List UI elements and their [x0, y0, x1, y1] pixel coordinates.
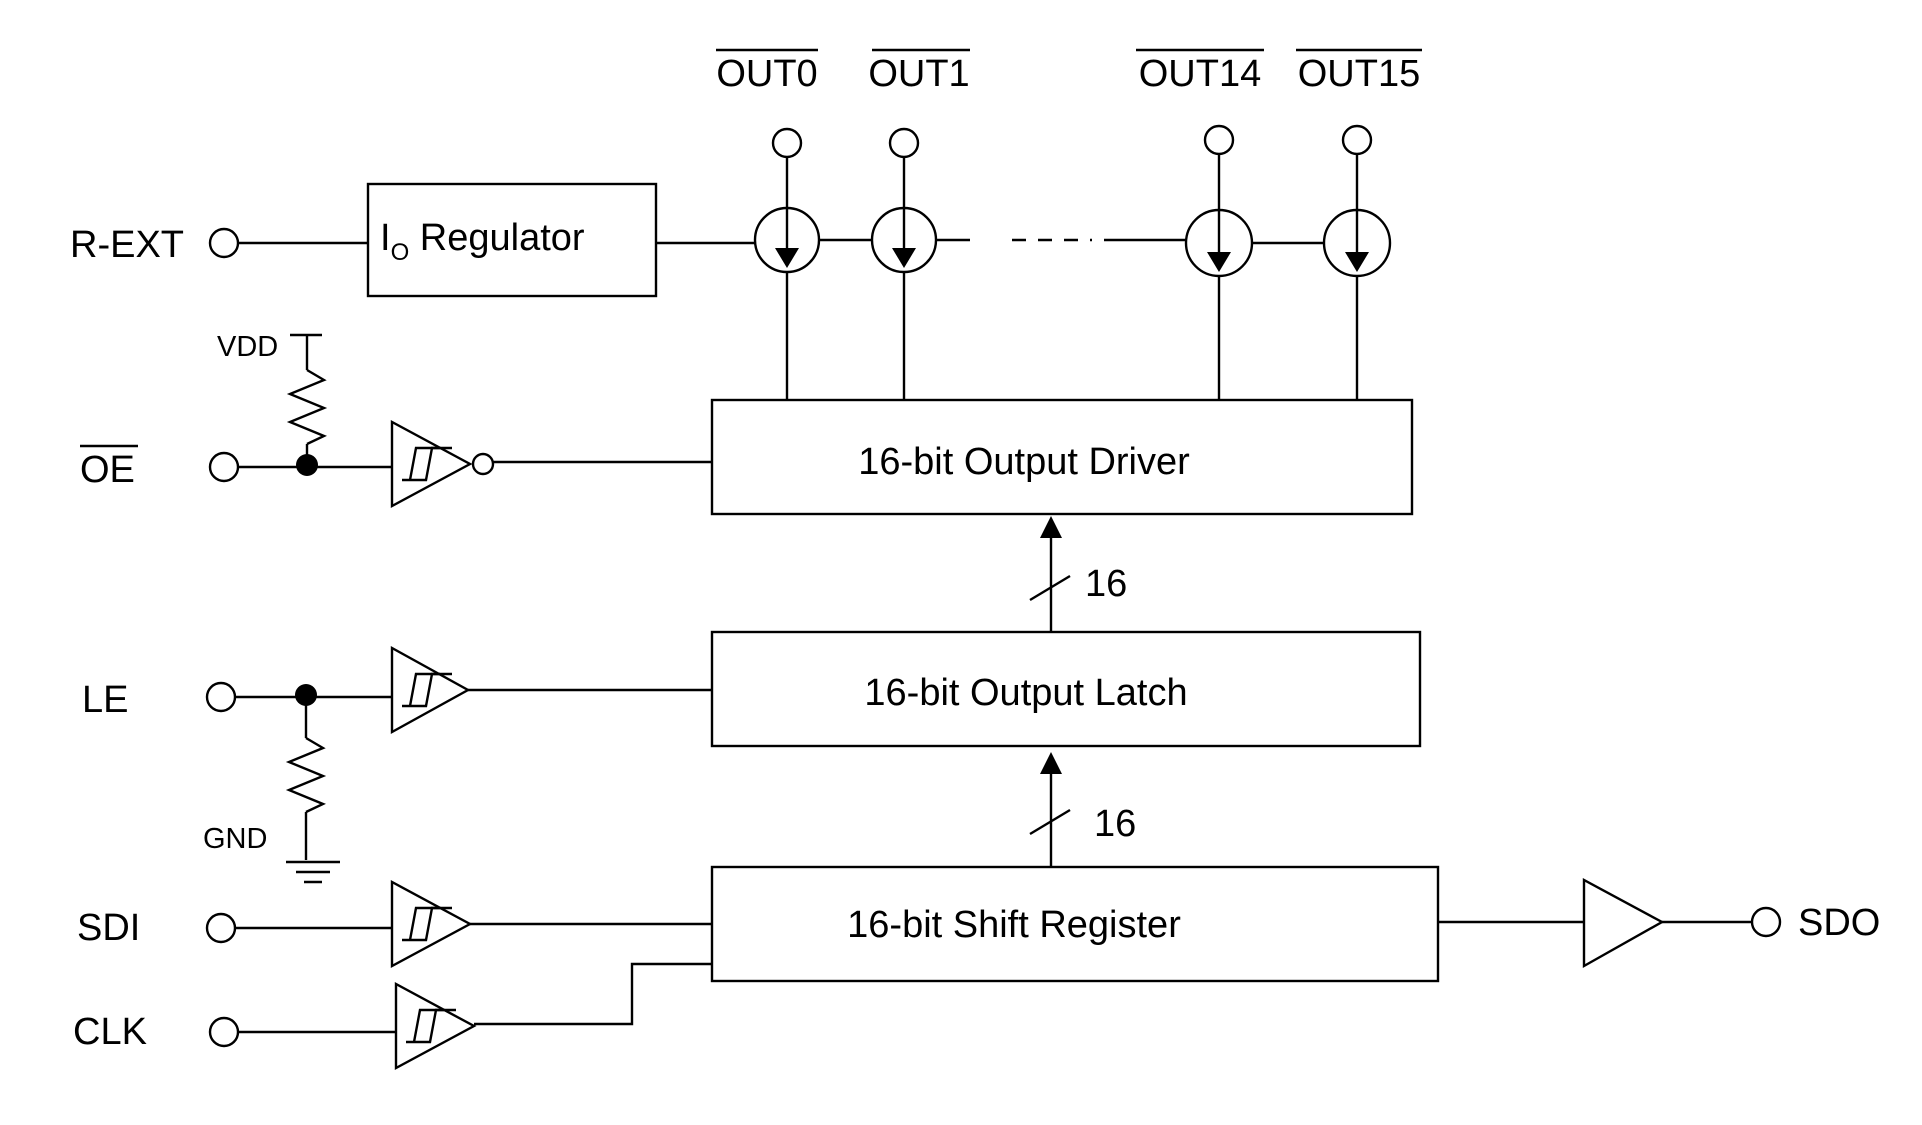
latch-to-driver-bus-width: 16	[1085, 563, 1127, 605]
sdo-label: SDO	[1798, 902, 1880, 944]
pullup-resistor	[286, 368, 328, 446]
clk-pin-circle	[208, 1016, 240, 1048]
current-source-out1	[870, 206, 938, 274]
output-pin-out1: OUT1	[868, 48, 970, 95]
out15-label: OUT15	[1298, 53, 1420, 95]
clk-label: CLK	[73, 1011, 147, 1053]
io-regulator-label: IO Regulator	[380, 217, 585, 266]
output-driver-label: 16-bit Output Driver	[858, 441, 1190, 483]
output-pin-out14: OUT14	[1136, 48, 1264, 95]
current-source-out14	[1184, 208, 1254, 278]
io-regulator-block	[366, 182, 658, 298]
output-latch-label: 16-bit Output Latch	[864, 672, 1187, 714]
sdi-label: SDI	[77, 907, 140, 949]
current-source-out15	[1322, 208, 1392, 278]
clk-schmitt-buffer	[394, 981, 477, 1071]
oe-label: OE	[80, 449, 135, 491]
output-pin-out15: OUT15	[1296, 48, 1422, 95]
shift-register-label: 16-bit Shift Register	[847, 904, 1181, 946]
current-source-out0	[753, 206, 821, 274]
le-pin-circle	[205, 681, 237, 713]
out1-pin-circle	[888, 127, 920, 159]
shift-to-latch-arrow	[1040, 752, 1062, 774]
sdo-pin-circle	[1750, 906, 1782, 938]
out0-pin-circle	[771, 127, 803, 159]
gnd-label: GND	[203, 823, 267, 855]
oe-schmitt-inverter	[390, 419, 495, 509]
vdd-label: VDD	[217, 331, 278, 363]
out15-pin-circle	[1341, 124, 1373, 156]
rext-label: R-EXT	[70, 224, 184, 266]
oe-pin-circle	[208, 451, 240, 483]
out14-pin-circle	[1203, 124, 1235, 156]
latch-to-driver-arrow	[1040, 516, 1062, 538]
latch-to-driver-bus-slash	[1029, 574, 1071, 602]
output-latch-block	[710, 630, 1422, 748]
le-schmitt-buffer	[390, 645, 471, 735]
output-driver-block	[710, 398, 1414, 516]
sdi-schmitt-buffer	[390, 879, 473, 969]
ground-symbol	[286, 860, 340, 884]
le-label: LE	[82, 679, 128, 721]
output-pin-out0: OUT0	[716, 48, 818, 95]
out1-label: OUT1	[868, 53, 969, 95]
out0-label: OUT0	[716, 53, 817, 95]
clk-to-shift-wire	[474, 962, 712, 1026]
sdo-buffer	[1582, 877, 1665, 969]
pulldown-resistor	[285, 736, 327, 814]
shift-to-latch-bus-slash	[1029, 808, 1071, 836]
sdi-pin-circle	[205, 912, 237, 944]
out14-label: OUT14	[1139, 53, 1261, 95]
shift-to-latch-bus-width: 16	[1094, 803, 1136, 845]
shift-register-block	[710, 865, 1440, 983]
rext-pin-circle	[208, 227, 240, 259]
